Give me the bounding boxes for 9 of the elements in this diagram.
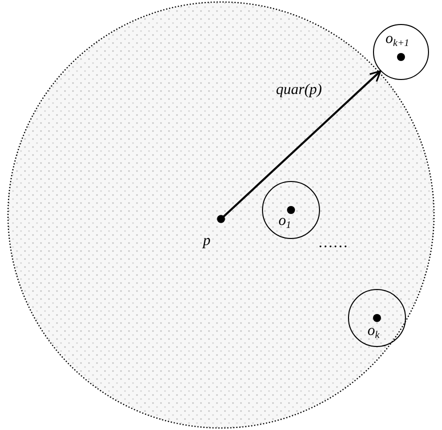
- ellipsis-text: ……: [318, 236, 348, 251]
- object-circle: [348, 289, 406, 347]
- object-circle: [373, 24, 429, 80]
- edge-label: quar(p): [276, 83, 322, 98]
- object-label: o$_{1}$: [278, 214, 291, 230]
- object-circle: [262, 181, 320, 239]
- point-label: p: [203, 234, 210, 249]
- object-label: o$_{k}$: [368, 324, 380, 340]
- object-label: o$_{k+1}$: [386, 32, 410, 48]
